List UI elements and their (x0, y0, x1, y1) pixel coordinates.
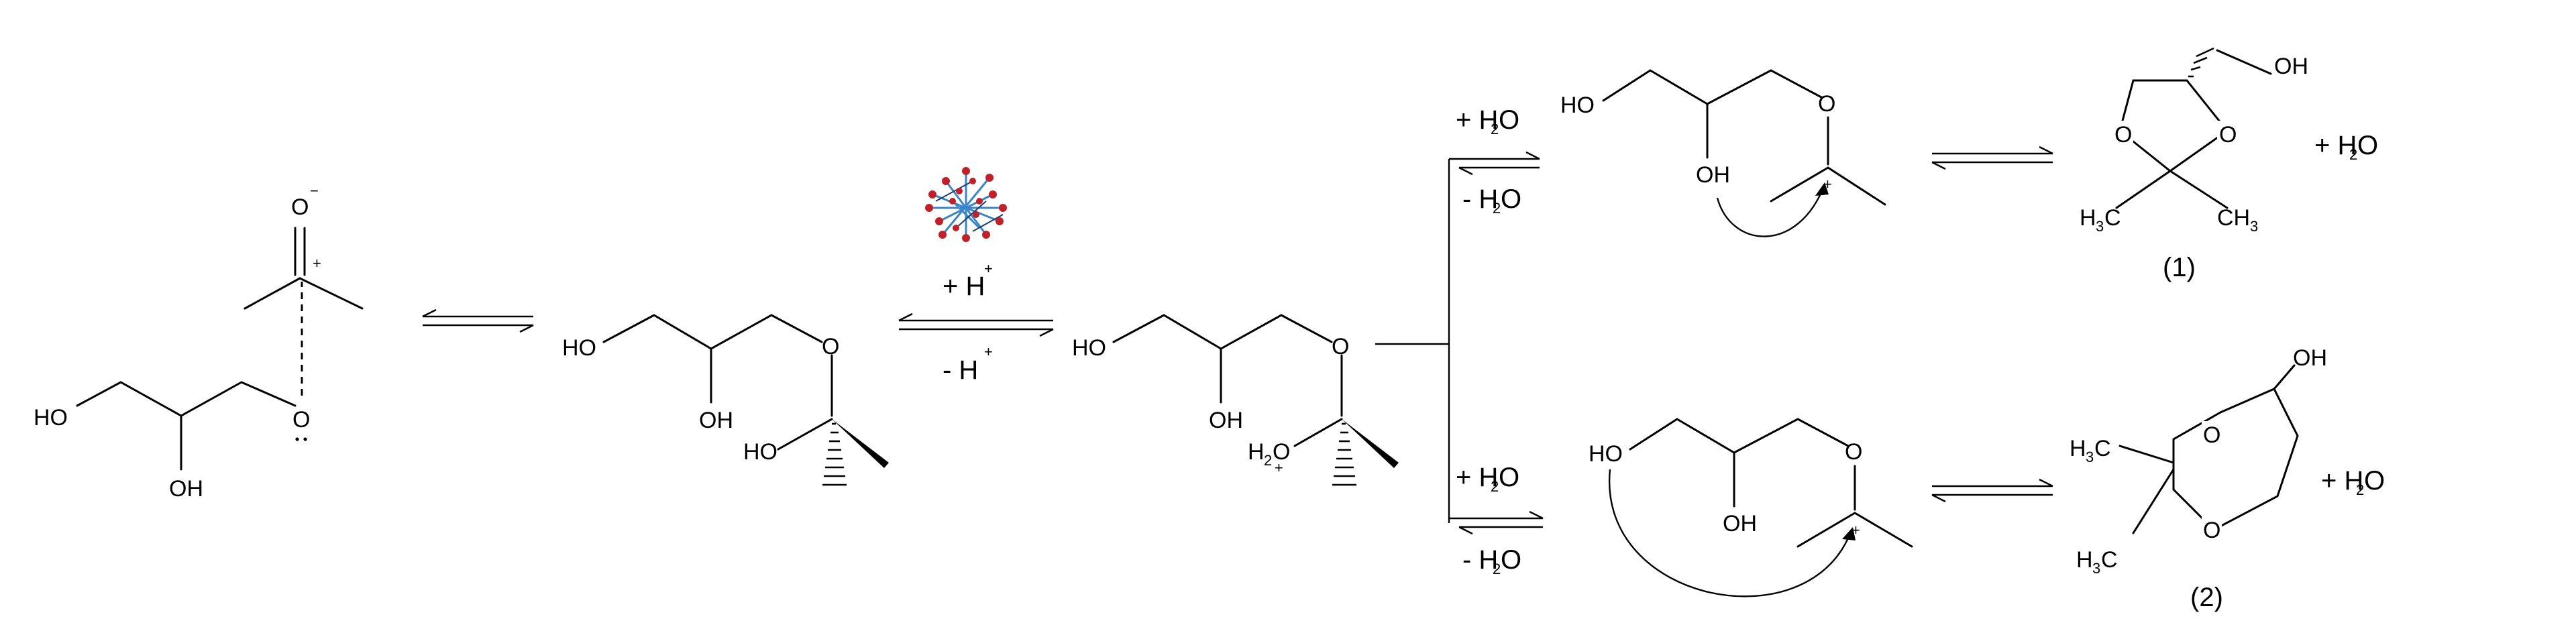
label-h3c-h: H (2070, 436, 2086, 461)
label-o: O (1845, 439, 1862, 465)
label-o: O (1818, 91, 1835, 117)
label-plus-charge: + (313, 255, 321, 272)
svg-text:O: O (1501, 545, 1521, 575)
product-1-number: (1) (2163, 253, 2196, 282)
reagent-plus-h2o-lower: + H (1456, 463, 1498, 492)
label-o: O (292, 407, 310, 433)
equilibrium-arrow-upper (1931, 146, 2053, 170)
product-1-plus-h2o: + H (2314, 131, 2357, 160)
label-oh: OH (1723, 511, 1757, 536)
svg-text:3: 3 (2086, 449, 2094, 465)
molecule-glycerol-acetone-complex: HO OH O O − + (34, 182, 364, 502)
equilibrium-arrow-lower (1931, 478, 2053, 503)
product-2-dioxane: O O OH H 3 C H 3 C (2) + H 2 O (2070, 345, 2385, 612)
label-oh: OH (2293, 345, 2327, 371)
label-ho: HO (34, 405, 68, 430)
svg-text:O: O (1501, 184, 1521, 214)
molecule-protonated-hemiketal: HO OH O H 2 O + (1072, 314, 1399, 486)
reagent-plus-h: + H (943, 272, 985, 301)
svg-text:2: 2 (2349, 146, 2357, 163)
svg-text:2: 2 (2356, 481, 2364, 498)
svg-text:2: 2 (1491, 121, 1499, 137)
svg-text:C: C (2101, 547, 2118, 573)
label-ch3: CH (2217, 205, 2250, 231)
label-oh: OH (1209, 408, 1243, 433)
reagent-plus-h2o-upper: + H (1456, 105, 1498, 135)
label-h2o-h: H (1248, 439, 1265, 465)
svg-text:C: C (2094, 436, 2111, 461)
label-h2o-o: O (1273, 439, 1290, 465)
label-ho: HO (743, 439, 777, 465)
product-2-number: (2) (2190, 583, 2223, 612)
molecule-hemiketal: HO OH O HO (562, 314, 889, 486)
reagent-minus-h2o-upper: - H (1462, 184, 1498, 214)
svg-text:3: 3 (2096, 218, 2104, 235)
label-o: O (822, 334, 839, 359)
molecule-upper-oxocarbenium: HO OH O + (1560, 69, 1886, 237)
label-o: O (2203, 422, 2220, 448)
label-o: O (2203, 518, 2220, 543)
reagent-minus-h: - H (943, 355, 978, 385)
svg-text:2: 2 (1493, 561, 1501, 577)
svg-text:C: C (2104, 205, 2121, 231)
branch-connector (1375, 159, 1450, 523)
svg-text:3: 3 (2250, 218, 2258, 235)
product-2-plus-h2o: + H (2321, 466, 2363, 496)
label-minus-charge: − (310, 182, 319, 199)
protonation-step: + H + - H + (898, 260, 1054, 385)
label-h2o-plus: + (1275, 459, 1283, 476)
svg-text:2: 2 (1491, 478, 1499, 495)
label-ho: HO (562, 335, 596, 361)
svg-text:2: 2 (1493, 200, 1501, 217)
label-ho: HO (1072, 335, 1106, 361)
label-ho: HO (1560, 93, 1595, 118)
label-h3c-h: H (2080, 205, 2096, 231)
svg-text:O: O (1499, 105, 1519, 135)
label-ho: HO (1589, 441, 1623, 467)
svg-text:O: O (2364, 466, 2385, 496)
molecule-lower-oxocarbenium: HO OH O + (1589, 418, 1913, 597)
branch-lower-arrows: + H 2 O - H 2 O (1449, 463, 1544, 577)
reagent-plus-h-charge: + (984, 260, 993, 277)
reagent-minus-h2o-lower: - H (1462, 545, 1498, 575)
label-h2o-2: 2 (1264, 452, 1272, 469)
label-oh: OH (1696, 162, 1730, 188)
label-o: O (1332, 334, 1349, 359)
product-1-dioxolane: O O OH H 3 C CH 3 (1) + H 2 O (2080, 47, 2378, 282)
label-oh: OH (2274, 54, 2308, 79)
label-o: O (2114, 122, 2132, 148)
branch-upper-arrows: + H 2 O - H 2 O (1449, 105, 1540, 217)
label-o-minus: O (291, 194, 309, 220)
label-oh: OH (699, 408, 733, 433)
equilibrium-arrow-1 (422, 308, 534, 333)
svg-text:O: O (1499, 463, 1519, 492)
label-oh: OH (169, 476, 203, 502)
label-h3c-h: H (2076, 547, 2093, 573)
reagent-minus-h-charge: + (984, 343, 993, 360)
svg-text:3: 3 (2092, 560, 2100, 577)
label-o: O (2219, 122, 2237, 148)
svg-text:O: O (2357, 131, 2378, 160)
catalyst-cluster-icon (925, 167, 1007, 242)
